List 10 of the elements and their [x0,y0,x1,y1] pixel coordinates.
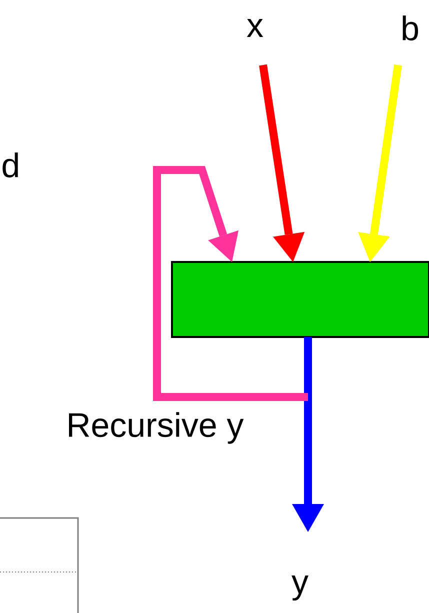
output-label: y [292,576,308,600]
arrow [292,337,324,532]
arrow [358,64,402,262]
input-label: b [402,16,418,40]
input-label: x [246,19,264,37]
arrow [259,64,305,262]
arrow [153,166,308,401]
edge-label: Recursive y [65,411,245,445]
cut-off-text: d [2,152,18,178]
block-box [171,261,429,338]
